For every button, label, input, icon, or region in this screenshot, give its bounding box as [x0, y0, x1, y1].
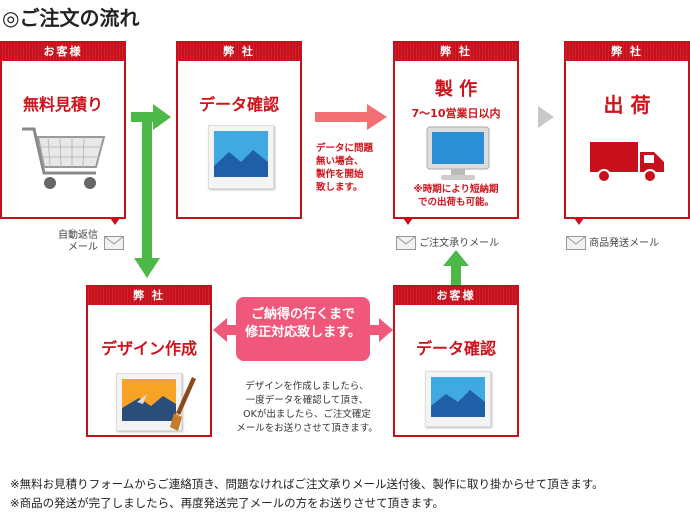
step-label: 出 荷	[603, 93, 651, 117]
green-arrow-right	[131, 104, 171, 130]
lead-time: 7〜10営業日以内	[411, 107, 501, 120]
step-label: デザイン作成	[100, 339, 197, 358]
revision-bubble: ご納得の行くまで 修正対応致します。	[236, 297, 370, 361]
production-start-note: データに問題 無い場合、 製作を開始 致します。	[316, 143, 374, 193]
footnote: ※無料お見積りフォームからご連絡頂き、問題なければご注文承りメール送付後、製作に…	[10, 477, 604, 491]
step-customer-data-check: お客様 データ確認	[393, 285, 519, 437]
step-free-quote: お客様 無料見積り	[0, 41, 126, 219]
envelope-icon	[566, 236, 586, 250]
step-actor: 弊 社	[566, 43, 688, 61]
envelope-icon	[104, 236, 124, 250]
paintbrush-icon	[170, 377, 196, 431]
step-design: 弊 社 デザイン作成	[86, 285, 212, 437]
gray-arrow-right	[538, 106, 554, 128]
delivery-truck-icon	[590, 142, 664, 183]
step-label: データ確認	[198, 95, 279, 114]
callout-notch	[403, 218, 413, 225]
step-actor: 弊 社	[178, 43, 300, 61]
envelope-icon	[396, 236, 416, 250]
green-arrow-up	[443, 250, 469, 286]
landscape-image-icon	[425, 371, 491, 427]
design-note: デザインを作成しましたら、 一度データを確認して頂き、 OKが出ましたら、ご注文…	[236, 381, 378, 434]
order-confirm-mail: ご注文承りメール	[396, 234, 499, 250]
auto-reply-mail: 自動返信 メール	[58, 230, 98, 253]
step-actor: お客様	[395, 287, 517, 305]
design-image-icon	[116, 373, 182, 431]
step-label: 製 作	[434, 79, 478, 100]
callout-notch	[110, 218, 120, 225]
shopping-cart-icon	[22, 127, 106, 189]
shipping-mail: 商品発送メール	[566, 234, 659, 250]
step-label: 無料見積り	[22, 95, 103, 114]
footnote: ※商品の発送が完了しましたら、再度発送完了メールの方をお送りさせて頂きます。	[10, 496, 444, 510]
green-arrow-down	[134, 118, 160, 278]
step-label: データ確認	[415, 339, 496, 358]
pink-arrow-right	[315, 104, 387, 130]
step-shipping: 弊 社 出 荷	[564, 41, 690, 219]
production-note: ※時期により短納期 での出荷も可能。	[413, 184, 499, 208]
step-production: 弊 社 製 作 7〜10営業日以内 ※時期により短納期 での出荷も可能。	[393, 41, 519, 219]
callout-notch	[574, 218, 584, 225]
monitor-icon	[426, 126, 490, 180]
page-title: ◎ご注文の流れ	[2, 6, 140, 30]
landscape-image-icon	[208, 125, 274, 189]
step-actor: お客様	[2, 43, 124, 61]
step-actor: 弊 社	[88, 287, 210, 305]
step-data-check: 弊 社 データ確認	[176, 41, 302, 219]
step-actor: 弊 社	[395, 43, 517, 61]
